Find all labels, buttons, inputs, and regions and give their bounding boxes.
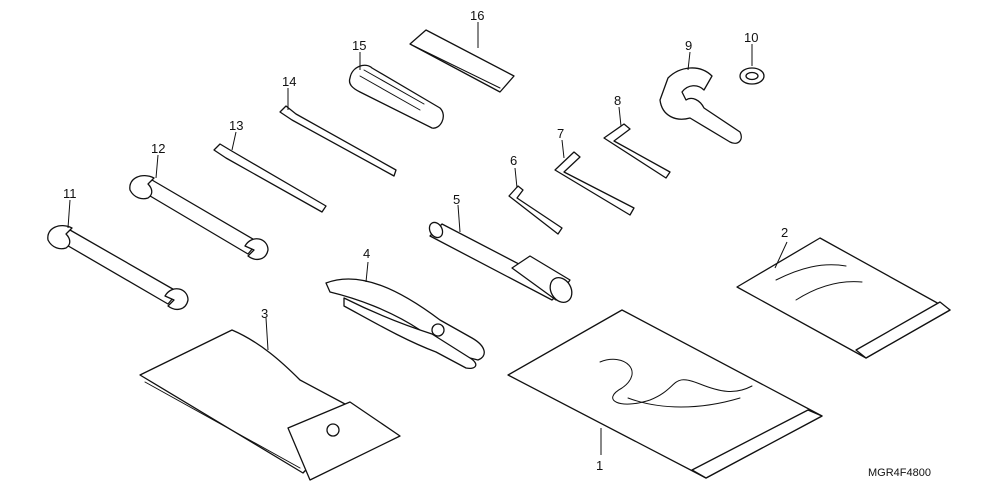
- part-11-open-end-wrench: 11: [47, 186, 189, 311]
- callout-2: 2: [781, 225, 788, 240]
- callout-7: 7: [557, 126, 564, 141]
- part-1-document-envelope: 1: [507, 309, 823, 479]
- part-2-document-envelope: 2: [736, 225, 951, 359]
- callout-14: 14: [282, 74, 296, 89]
- callout-9: 9: [685, 38, 692, 53]
- callout-3: 3: [261, 306, 268, 321]
- drawing-code: MGR4F4800: [868, 467, 931, 479]
- part-5-spark-plug-wrench: 5: [428, 192, 573, 303]
- callout-10: 10: [744, 30, 758, 45]
- callout-5: 5: [453, 192, 460, 207]
- callout-1: 1: [596, 458, 603, 473]
- callout-11: 11: [63, 186, 77, 201]
- part-9-pin-spanner: 9: [659, 38, 742, 144]
- callout-15: 15: [352, 38, 366, 53]
- part-4-pliers: 4: [325, 246, 485, 370]
- callout-12: 12: [151, 141, 165, 156]
- part-6-hex-key: 6: [508, 153, 563, 235]
- callout-13: 13: [229, 118, 243, 133]
- part-8-hex-key: 8: [603, 93, 671, 179]
- part-7-hex-key: 7: [554, 126, 635, 216]
- part-3-tool-bag: 3: [139, 306, 401, 481]
- callout-8: 8: [614, 93, 621, 108]
- part-10-washer: 10: [739, 30, 765, 85]
- part-13-screwdriver-shaft: 13: [213, 118, 327, 213]
- part-14-screwdriver-shaft: 14: [279, 74, 397, 177]
- callout-6: 6: [510, 153, 517, 168]
- part-15-screwdriver-handle: 15: [348, 38, 444, 129]
- part-16-tube: 16: [409, 8, 515, 93]
- callout-4: 4: [363, 246, 370, 261]
- callout-16: 16: [470, 8, 484, 23]
- part-12-open-end-wrench: 12: [129, 141, 269, 261]
